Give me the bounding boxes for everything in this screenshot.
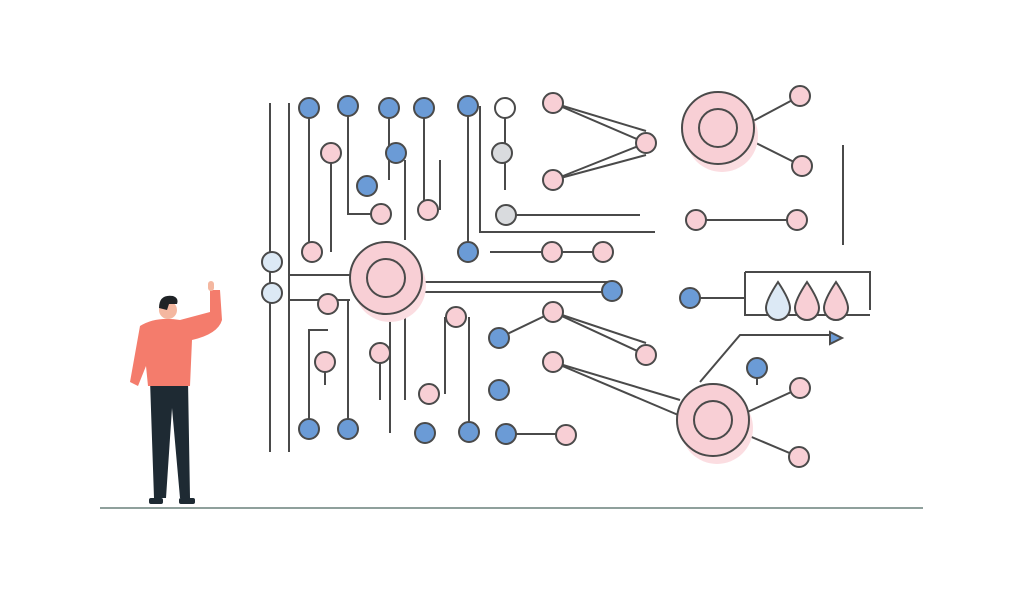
blue-node (414, 422, 436, 444)
connection-line (699, 334, 830, 383)
droplet-icon (793, 280, 821, 321)
hub-ring-inner (693, 400, 733, 440)
pink-node (542, 301, 564, 323)
pink-node (542, 169, 564, 191)
connection-line (479, 106, 655, 233)
hub-ring-inner (366, 258, 406, 298)
blue-node (385, 142, 407, 164)
pink-node (542, 92, 564, 114)
pink-node (418, 383, 440, 405)
pink-node (369, 342, 391, 364)
person (130, 281, 222, 504)
connection-line (745, 271, 871, 310)
person-shoe (149, 498, 163, 504)
pink-node (789, 377, 811, 399)
network-nodes (261, 85, 813, 468)
gray-node (495, 204, 517, 226)
pink-node (314, 351, 336, 373)
person-pants (150, 380, 190, 498)
hub-ring-inner (698, 108, 738, 148)
connection-line (552, 311, 647, 344)
blue-node (337, 418, 359, 440)
blue-node (457, 241, 479, 263)
connection-line (347, 106, 381, 215)
light-blue-node (261, 251, 283, 273)
light-blue-node (261, 282, 283, 304)
blue-node (601, 280, 623, 302)
pink-node (417, 199, 439, 221)
person-shoe (179, 498, 195, 504)
blue-node (458, 421, 480, 443)
pink-node (788, 446, 810, 468)
pink-node (541, 241, 563, 263)
blue-node (488, 379, 510, 401)
blue-node (298, 97, 320, 119)
pink-node (635, 344, 657, 366)
blue-node (679, 287, 701, 309)
blue-node (457, 95, 479, 117)
pink-node (791, 155, 813, 177)
connection-line (552, 154, 647, 181)
connection-line (552, 102, 647, 132)
blue-node (337, 95, 359, 117)
blue-node (356, 175, 378, 197)
connection-line (308, 329, 328, 430)
droplet-group (764, 280, 850, 346)
blue-node (746, 357, 768, 379)
pink-node (592, 241, 614, 263)
pink-node (370, 203, 392, 225)
connection-line (552, 361, 681, 401)
blue-node (378, 97, 400, 119)
pink-node (786, 209, 808, 231)
person-shirt (130, 290, 222, 386)
pink-node (789, 85, 811, 107)
person-hand (208, 281, 214, 291)
arrow-head-icon (829, 330, 845, 346)
pink-node (317, 293, 339, 315)
blue-node (495, 423, 517, 445)
pink-node (542, 351, 564, 373)
white-node (494, 97, 516, 119)
pink-node (635, 132, 657, 154)
blue-node (488, 327, 510, 349)
blue-node (413, 97, 435, 119)
droplet-icon (764, 280, 792, 321)
person-hair (159, 295, 178, 310)
connection-line (552, 361, 691, 421)
pink-node (301, 241, 323, 263)
pink-node (555, 424, 577, 446)
pink-node (685, 209, 707, 231)
pink-node (445, 306, 467, 328)
blue-node (298, 418, 320, 440)
droplet-icon (822, 280, 850, 321)
pink-node (320, 142, 342, 164)
gray-node (491, 142, 513, 164)
hub-rings (349, 91, 758, 464)
